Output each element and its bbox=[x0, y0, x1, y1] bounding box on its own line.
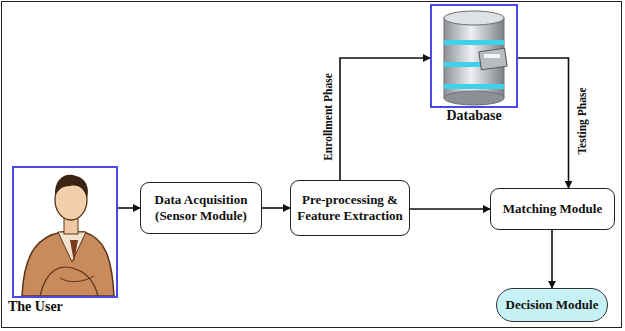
node-label: Matching Module bbox=[503, 201, 602, 217]
node-label: Decision Module bbox=[506, 297, 599, 313]
process-box: Pre-processing & Feature Extraction bbox=[290, 180, 410, 236]
arrow-connector bbox=[551, 230, 553, 288]
user-figure bbox=[22, 175, 114, 296]
user-frame: The User bbox=[12, 166, 118, 298]
arrow-connector bbox=[118, 207, 140, 209]
arrow-connector bbox=[518, 58, 569, 188]
decision-pill: Decision Module bbox=[496, 288, 608, 322]
process-box: Matching Module bbox=[490, 188, 615, 230]
node-caption: Database bbox=[446, 108, 501, 125]
edge-label: Enrollment Phase bbox=[322, 72, 334, 162]
node-label: Data Acquisition (Sensor Module) bbox=[147, 192, 255, 223]
arrow-connector bbox=[340, 58, 430, 180]
arrow-connector bbox=[410, 208, 490, 210]
process-box: Data Acquisition (Sensor Module) bbox=[140, 182, 262, 234]
database-figure bbox=[444, 11, 507, 105]
node-caption: The User bbox=[8, 299, 63, 316]
edge-label: Testing Phase bbox=[576, 87, 588, 156]
database-frame: Database bbox=[430, 4, 518, 108]
node-label: Pre-processing & Feature Extraction bbox=[297, 192, 403, 223]
arrow-connector bbox=[262, 207, 290, 209]
